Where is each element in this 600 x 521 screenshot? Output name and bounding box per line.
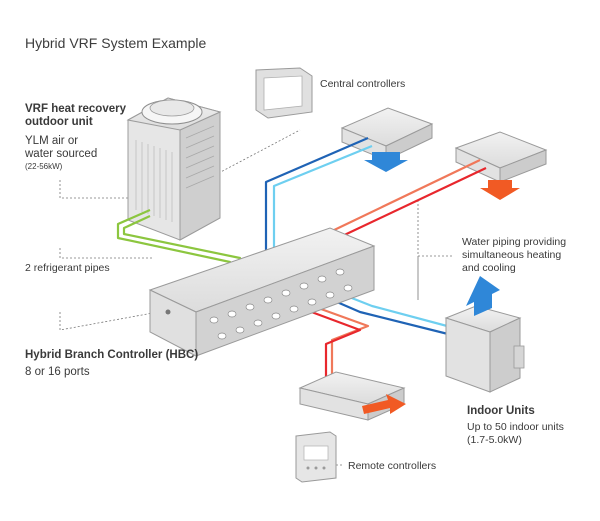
- central-controllers-label: Central controllers: [320, 78, 406, 90]
- hbc-heading: Hybrid Branch Controller (HBC): [25, 349, 199, 361]
- indoor-cooling-arrow: [466, 276, 500, 316]
- hbc-leader: [59, 307, 181, 331]
- indoor-line-2: (1.7-5.0kW): [467, 434, 522, 446]
- indoor-unit-floor: [444, 276, 525, 393]
- hbc-unit: [148, 227, 376, 357]
- water-piping-2: simultaneous heating: [462, 249, 562, 261]
- outdoor-unit: [126, 97, 222, 241]
- remote-leader: [335, 450, 342, 466]
- outdoor-leader: [59, 180, 140, 199]
- indoor-line-1: Up to 50 indoor units: [467, 421, 564, 433]
- hbc-ports: 8 or 16 ports: [25, 366, 90, 378]
- ceiling-unit-cooling: [340, 107, 434, 172]
- outdoor-heading-2: outdoor unit: [25, 116, 93, 128]
- water-piping-3: and cooling: [462, 262, 516, 274]
- pipes-label: 2 refrigerant pipes: [25, 262, 110, 274]
- pipes-leader: [59, 248, 152, 259]
- outdoor-desc-1: YLM air or: [25, 135, 79, 147]
- indoor-heading: Indoor Units: [467, 405, 535, 417]
- heating-arrow: [480, 180, 520, 200]
- outdoor-heading-1: VRF heat recovery: [25, 103, 126, 115]
- central-leader-2: [214, 129, 301, 176]
- diagram-title: Hybrid VRF System Example: [25, 35, 207, 51]
- central-controller: [255, 67, 313, 119]
- ceiling-unit-heating: [454, 131, 548, 200]
- outdoor-range: (22-56kW): [25, 162, 63, 171]
- water-leader: [417, 255, 452, 300]
- outdoor-desc-2: water sourced: [25, 148, 98, 160]
- ducted-heating-arrow: [362, 394, 406, 414]
- remote-controller: [295, 431, 337, 483]
- remote-controllers-label: Remote controllers: [348, 460, 437, 472]
- water-piping-1: Water piping providing: [462, 236, 567, 248]
- cooling-arrow: [364, 152, 408, 172]
- indoor-unit-ducted: [298, 371, 406, 421]
